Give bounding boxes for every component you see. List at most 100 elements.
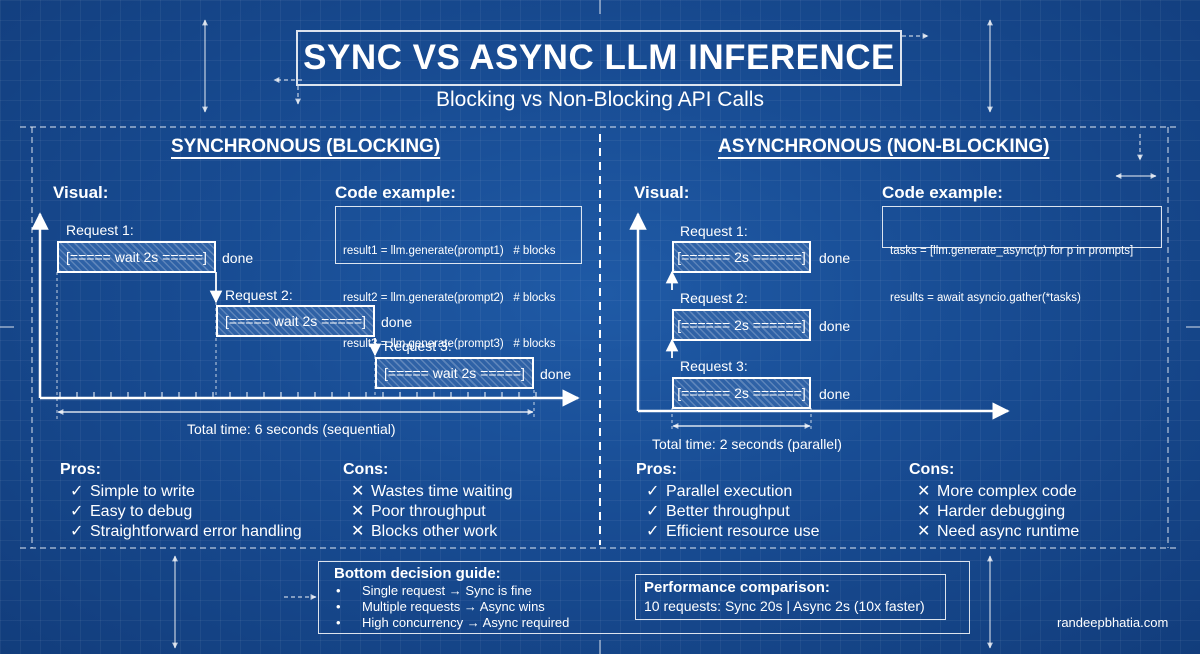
- page-title: SYNC VS ASYNC LLM INFERENCE: [303, 38, 895, 77]
- async-total-time: Total time: 2 seconds (parallel): [652, 436, 842, 452]
- list-item: ✓Simple to write: [70, 481, 302, 501]
- list-item: ✕ Poor throughput: [351, 501, 513, 521]
- cross-icon: ✕: [351, 503, 365, 520]
- async-request-1-label: Request 1:: [680, 223, 748, 239]
- async-request-1-done: done: [819, 250, 851, 266]
- list-item: ✕ Harder debugging: [917, 501, 1079, 521]
- sync-request-2-bar: [===== wait 2s =====]: [216, 305, 375, 337]
- performance-title: Performance comparison:: [644, 579, 830, 596]
- async-cons-label: Cons:: [909, 461, 955, 478]
- list-item: ✕ Need async runtime: [917, 521, 1079, 541]
- async-code-line: tasks = [llm.generate_async(p) for p in …: [890, 245, 1134, 257]
- sync-pro-text: Simple to write: [90, 483, 195, 500]
- sync-request-1-bar: [===== wait 2s =====]: [57, 241, 216, 273]
- check-icon: ✓: [646, 523, 660, 540]
- sync-cons-list: ✕ Wastes time waiting ✕ Poor throughput ✕ B…: [351, 481, 513, 541]
- decision-guide-box: [318, 561, 970, 634]
- check-icon: ✓: [646, 483, 660, 500]
- cross-icon: ✕: [351, 483, 365, 500]
- cross-icon: ✕: [917, 483, 931, 500]
- cross-icon: ✕: [917, 503, 931, 520]
- async-pro-text: Efficient resource use: [666, 523, 820, 540]
- async-pro-text: Parallel execution: [666, 483, 793, 500]
- sync-request-2-done: done: [381, 314, 413, 330]
- sync-pros-label: Pros:: [60, 461, 101, 478]
- async-request-3-label: Request 3:: [680, 358, 748, 374]
- list-item: ✕ Blocks other work: [351, 521, 513, 541]
- async-request-1-bar: [====== 2s ======]: [672, 241, 811, 273]
- cross-icon: ✕: [351, 523, 365, 540]
- bullet-icon: •: [336, 615, 341, 630]
- sync-visual-label: Visual:: [53, 183, 109, 202]
- dimension-arrows: [172, 19, 1157, 649]
- list-item: • Single request → Sync is fine: [336, 583, 569, 599]
- list-item: • Multiple requests → Async wins: [336, 599, 569, 615]
- guide-item-text: Multiple requests → Async wins: [362, 599, 545, 614]
- async-con-text: Harder debugging: [937, 503, 1066, 520]
- async-con-text: More complex code: [937, 483, 1077, 500]
- outer-frame: [20, 126, 1180, 549]
- async-pros-label: Pros:: [636, 461, 677, 478]
- sync-code-block: result1 = llm.generate(prompt1) # blocks…: [335, 206, 582, 350]
- sync-heading: SYNCHRONOUS (BLOCKING): [171, 136, 441, 157]
- sync-pro-text: Straightforward error handling: [90, 523, 302, 540]
- title-box: SYNC VS ASYNC LLM INFERENCE: [296, 30, 902, 86]
- bullet-icon: •: [336, 583, 341, 598]
- async-request-2-done: done: [819, 318, 851, 334]
- list-item: ✓ Straightforward error handling: [70, 521, 302, 541]
- sync-code-label: Code example:: [335, 183, 456, 202]
- sync-request-2-label: Request 2:: [225, 287, 293, 303]
- sync-pros-list: ✓Simple to write ✓ Easy to debug ✓ Straigh…: [70, 481, 302, 541]
- sync-step-arrows: [209, 272, 382, 357]
- async-request-3-done: done: [819, 386, 851, 402]
- async-request-3-bar: [====== 2s ======]: [672, 377, 811, 409]
- async-heading: ASYNCHRONOUS (NON-BLOCKING): [718, 136, 1050, 157]
- bullet-icon: •: [336, 599, 341, 614]
- sync-code-line: result2 = llm.generate(prompt2) # blocks: [343, 291, 556, 304]
- sync-request-1-label: Request 1:: [66, 222, 134, 238]
- credit-text: randeepbhatia.com: [1057, 615, 1169, 630]
- sync-code-line: result3 = llm.generate(prompt3) # blocks: [343, 338, 556, 350]
- sync-axis-ticks: [59, 392, 537, 398]
- sync-request-3-done: done: [540, 366, 572, 382]
- async-axes: [629, 212, 1010, 420]
- async-cons-list: ✕ More complex code ✕ Harder debugging ✕ Ne…: [917, 481, 1079, 541]
- list-item: ✓ Easy to debug: [70, 501, 302, 521]
- sync-request-3-bar: [===== wait 2s =====]: [375, 357, 534, 389]
- async-request-2-bar: [====== 2s ======]: [672, 309, 811, 341]
- async-con-text: Need async runtime: [937, 523, 1080, 540]
- async-request-2-label: Request 2:: [680, 290, 748, 306]
- guide-list: • Single request → Sync is fine • Multiple…: [336, 583, 569, 631]
- sync-request-3-label: Request 3:: [384, 338, 452, 354]
- sync-axes: [31, 212, 580, 407]
- performance-text: 10 requests: Sync 20s | Async 2s (10x fa…: [644, 598, 925, 614]
- sync-con-text: Poor throughput: [371, 503, 486, 520]
- sync-pro-text: Easy to debug: [90, 503, 193, 520]
- check-icon: ✓: [646, 503, 660, 520]
- sync-code-line: result1 = llm.generate(prompt1) # blocks: [343, 245, 556, 257]
- guide-item-text: High concurrency → Async required: [362, 615, 570, 630]
- list-item: ✕ Wastes time waiting: [351, 481, 513, 501]
- async-guides: [671, 408, 812, 432]
- async-code-line: results = await asyncio.gather(*tasks): [890, 291, 1081, 304]
- page-subtitle: Blocking vs Non-Blocking API Calls: [436, 88, 764, 111]
- list-item: ✕ More complex code: [917, 481, 1079, 501]
- async-visual-label: Visual:: [634, 183, 690, 202]
- sync-con-text: Wastes time waiting: [371, 483, 513, 500]
- list-item: ✓Better throughput: [646, 501, 820, 521]
- async-code-block: tasks = [llm.generate_async(p) for p in …: [882, 206, 1162, 304]
- guide-item-text: Single request → Sync is fine: [362, 583, 532, 598]
- list-item: ✓ Efficient resource use: [646, 521, 820, 541]
- list-item: • High concurrency → Async required: [336, 615, 569, 631]
- sync-request-1-done: done: [222, 250, 254, 266]
- check-icon: ✓: [70, 523, 84, 540]
- check-icon: ✓: [70, 503, 84, 520]
- async-pros-list: ✓ Parallel execution ✓Better throughput ✓…: [646, 481, 820, 541]
- list-item: ✓ Parallel execution: [646, 481, 820, 501]
- cross-icon: ✕: [917, 523, 931, 540]
- async-code-label: Code example:: [882, 183, 1003, 202]
- performance-box: [635, 574, 946, 620]
- sync-total-time: Total time: 6 seconds (sequential): [187, 421, 396, 437]
- sync-con-text: Blocks other work: [371, 523, 498, 540]
